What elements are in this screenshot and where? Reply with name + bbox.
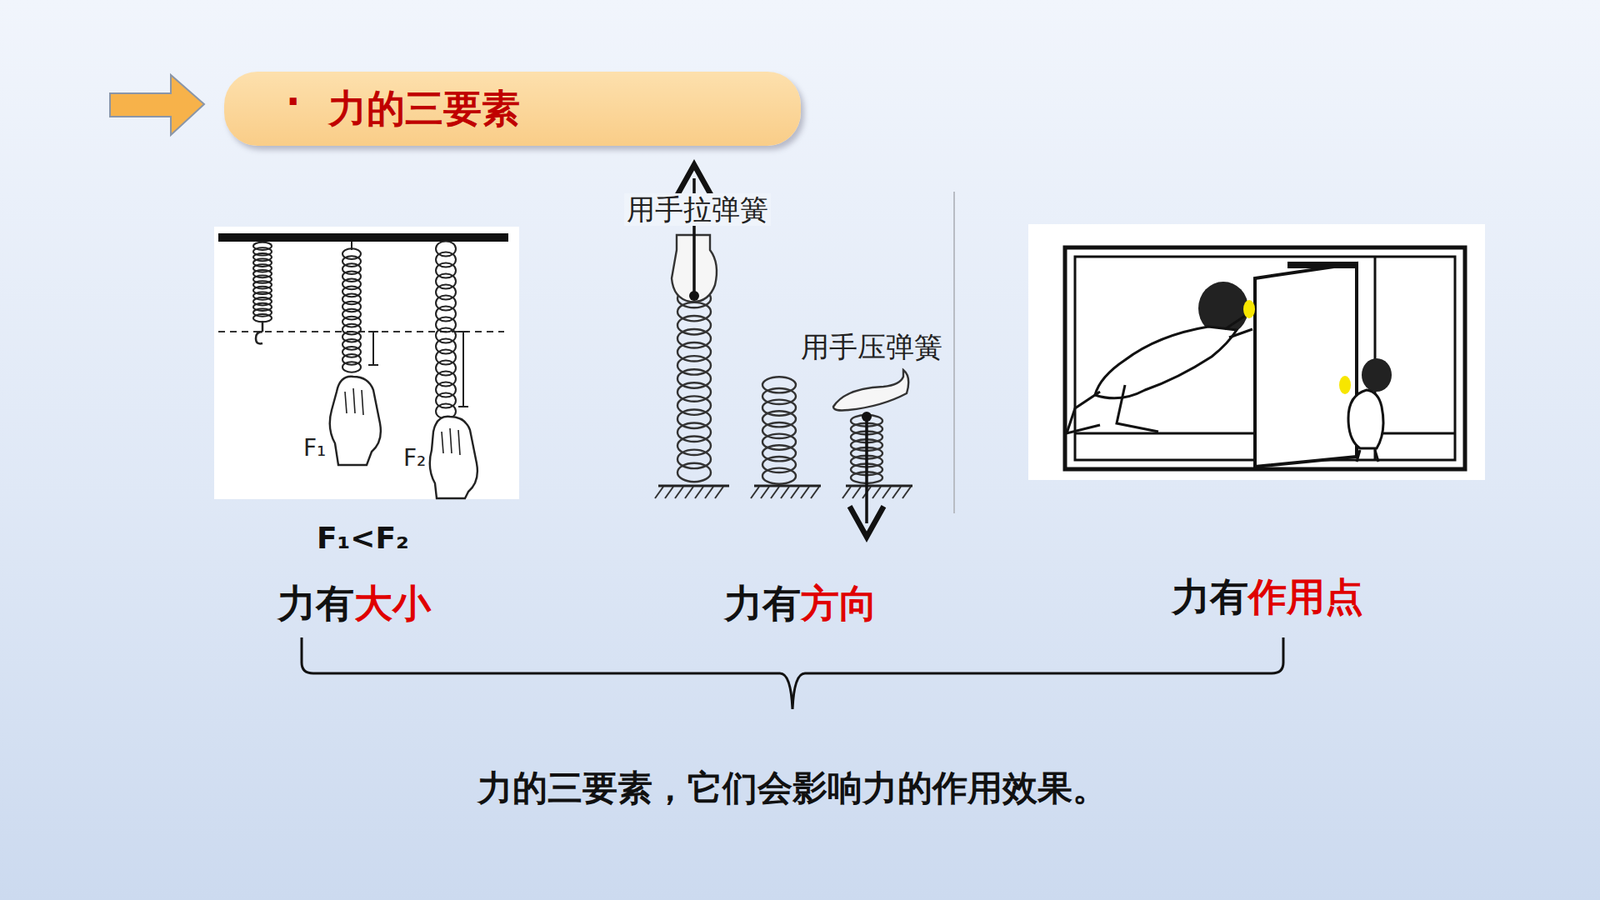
figure-caption: 用手压弹簧 <box>800 330 943 364</box>
element-label: 力有 <box>724 581 801 626</box>
element-keyword: 方向 <box>800 581 878 626</box>
brace <box>301 637 1284 710</box>
force-label: F₂ <box>403 445 426 472</box>
element-label: 力有 <box>1171 575 1249 620</box>
title-text: 力的三要素 <box>328 83 520 135</box>
force-compare: F₁<F₂ <box>316 520 410 555</box>
divider-line <box>953 191 955 514</box>
summary-text: 力的三要素，它们会影响力的作用效果。 <box>477 768 1108 809</box>
bullet: · <box>285 80 300 125</box>
spring-stretch-figure <box>214 226 520 500</box>
figure-caption: 用手拉弹簧 <box>624 193 771 226</box>
element-keyword: 大小 <box>354 581 431 626</box>
door-push-figure <box>1028 224 1485 480</box>
force-label: F₁ <box>303 435 326 462</box>
title-pill: 力的三要素 <box>224 71 801 146</box>
element-label: 力有 <box>277 581 355 626</box>
element-keyword: 作用点 <box>1248 575 1364 620</box>
header-arrow <box>110 75 205 135</box>
